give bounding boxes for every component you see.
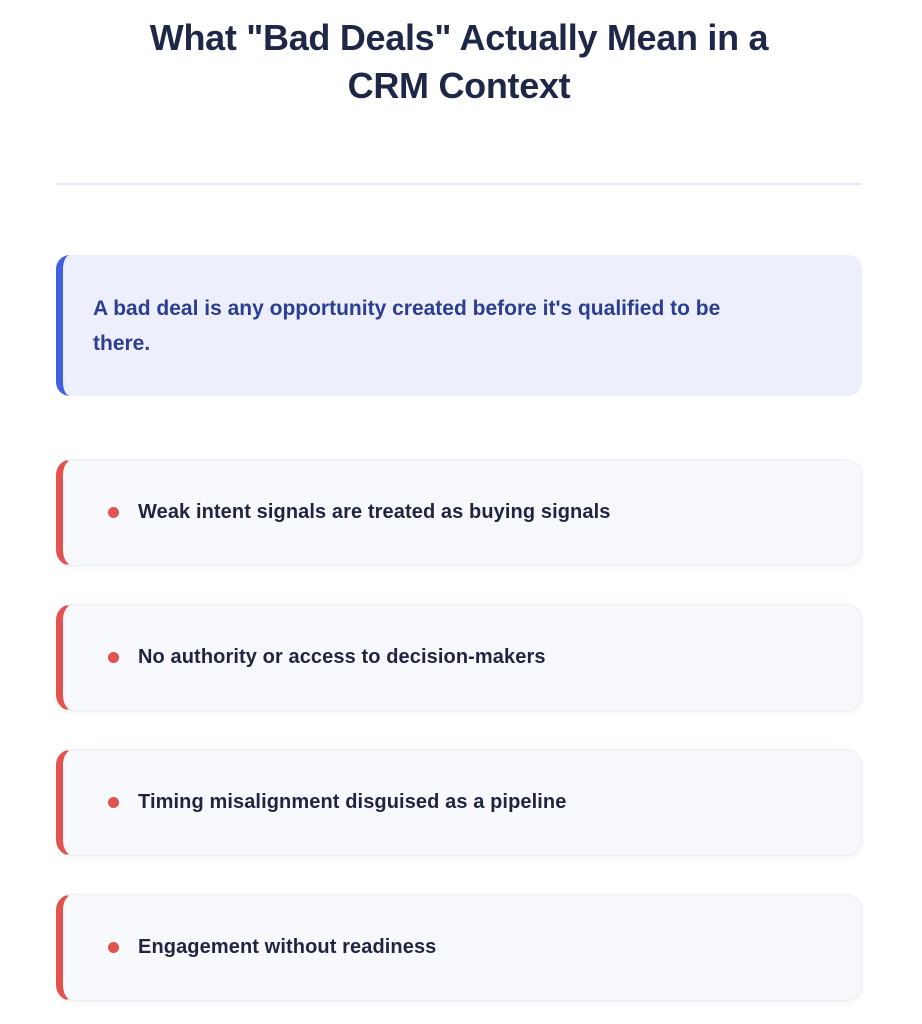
list-item-text: Weak intent signals are treated as buyin… [138,501,611,523]
page-title-line-1: What "Bad Deals" Actually Mean in a [149,17,769,58]
list-item-text: Timing misalignment disguised as a pipel… [138,791,567,813]
bullet-icon [108,942,119,953]
list-item-text: No authority or access to decision-maker… [138,646,546,668]
section-divider [56,183,862,185]
list-item-text: Engagement without readiness [138,936,437,958]
list-item: No authority or access to decision-maker… [56,604,862,711]
definition-callout: A bad deal is any opportunity created be… [56,255,862,396]
list-item: Weak intent signals are treated as buyin… [56,459,862,566]
bullet-icon [108,797,119,808]
content-column: What "Bad Deals" Actually Mean in a CRM … [56,14,862,1001]
bullet-icon [108,507,119,518]
page-title: What "Bad Deals" Actually Mean in a CRM … [56,14,862,110]
list-item: Engagement without readiness [56,894,862,1001]
list-item: Timing misalignment disguised as a pipel… [56,749,862,856]
bullet-icon [108,652,119,663]
definition-callout-text: A bad deal is any opportunity created be… [93,296,721,355]
page-title-line-2: CRM Context [347,65,571,106]
